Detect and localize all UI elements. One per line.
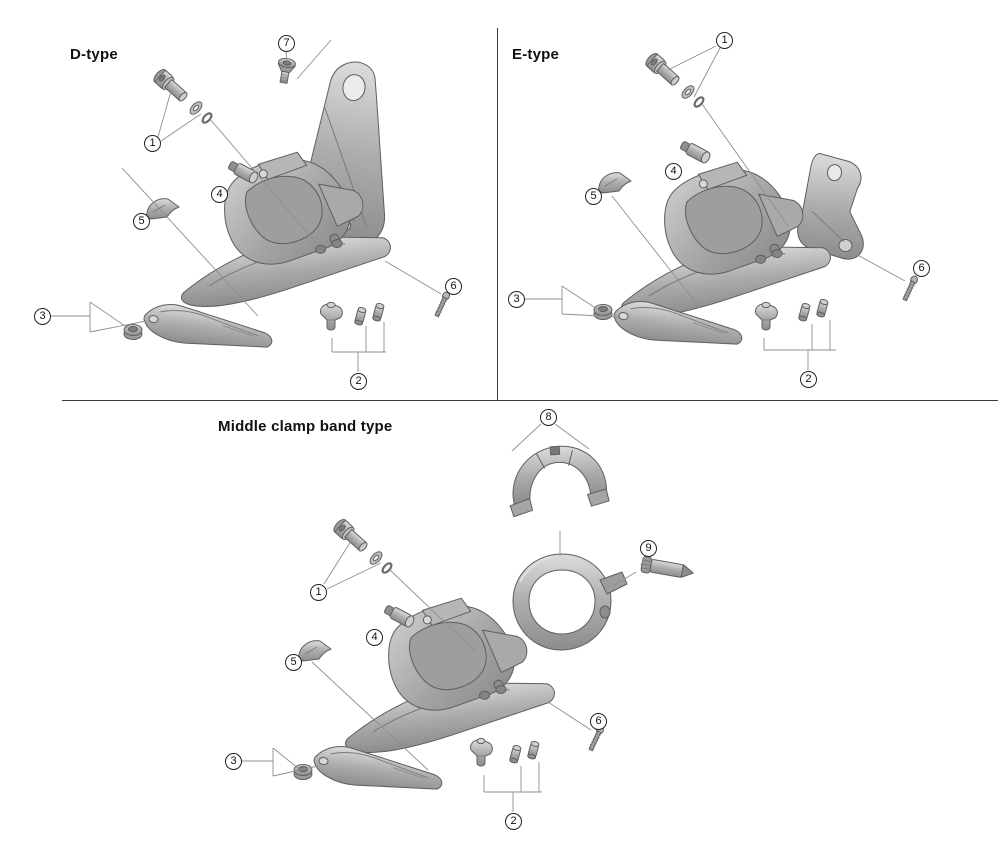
callout-m-1: 1: [310, 584, 327, 601]
middle-clamp-label: Middle clamp band type: [218, 418, 393, 435]
callout-e-5: 5: [585, 188, 602, 205]
callout-d-1: 1: [144, 135, 161, 152]
e-nut-illustration: [815, 298, 829, 319]
m-leader-lines: [242, 423, 646, 812]
d-wedge-cover-illustration: [146, 198, 180, 220]
d-type-label: D-type: [70, 46, 118, 63]
callout-d-3: 3: [34, 308, 51, 325]
d-leader-lines: [51, 39, 442, 372]
m-band-adapter-illustration: [505, 442, 611, 518]
horizontal-divider: [62, 400, 998, 401]
callout-d-2: 2: [350, 373, 367, 390]
d-guide-arm-illustration: [141, 300, 276, 355]
callout-e-1: 1: [716, 32, 733, 49]
e-type-assembly: [524, 45, 920, 370]
callout-e-2: 2: [800, 371, 817, 388]
callout-d-7: 7: [278, 35, 295, 52]
middle-clamp-assembly: [242, 423, 696, 812]
callout-m-6: 6: [590, 713, 607, 730]
m-nut-illustration: [508, 744, 522, 765]
callout-m-4: 4: [366, 629, 383, 646]
e-pin-illustration: [678, 138, 713, 165]
e-leader-lines: [524, 45, 906, 370]
e-type-label: E-type: [512, 46, 560, 63]
callout-m-3: 3: [225, 753, 242, 770]
d-washer-illustration: [187, 99, 205, 117]
callout-m-8: 8: [540, 409, 557, 426]
m-nut-illustration: [526, 740, 540, 761]
e-flange-bolt-illustration: [593, 304, 613, 320]
e-wedge-cover-illustration: [598, 172, 632, 194]
callout-e-4: 4: [665, 163, 682, 180]
d-cable-clamp-illustration: [319, 301, 343, 331]
d-nut-illustration: [353, 306, 367, 327]
e-washer-illustration: [679, 83, 697, 101]
d-o-ring-illustration: [199, 110, 215, 126]
m-o-ring-illustration: [379, 560, 395, 576]
callout-e-3: 3: [508, 291, 525, 308]
callout-m-2: 2: [505, 813, 522, 830]
e-cable-clamp-illustration: [754, 301, 778, 331]
e-bracket-illustration: [795, 151, 870, 261]
d-pivot-bolt-illustration: [151, 66, 191, 105]
callout-d-6: 6: [445, 278, 462, 295]
e-nut-illustration: [797, 302, 811, 323]
callout-d-4: 4: [211, 186, 228, 203]
m-clamp-band-illustration: [512, 553, 628, 651]
callout-m-5: 5: [285, 654, 302, 671]
callout-m-9: 9: [640, 540, 657, 557]
d-fixing-bolt-illustration: [274, 56, 297, 85]
vertical-divider: [497, 28, 498, 400]
callout-e-6: 6: [913, 260, 930, 277]
callout-d-5: 5: [133, 213, 150, 230]
m-pivot-bolt-illustration: [331, 516, 371, 555]
d-nut-illustration: [371, 302, 385, 323]
e-adjust-screw-illustration: [901, 274, 920, 302]
d-adjust-screw-illustration: [433, 290, 452, 318]
m-wedge-cover-illustration: [298, 640, 332, 662]
m-cable-clamp-illustration: [469, 737, 493, 767]
e-pivot-bolt-illustration: [643, 50, 683, 89]
m-pin-illustration: [382, 602, 417, 629]
m-clamp-bolt-illustration: [640, 555, 696, 582]
d-type-assembly: [51, 39, 452, 372]
m-washer-illustration: [367, 549, 385, 567]
